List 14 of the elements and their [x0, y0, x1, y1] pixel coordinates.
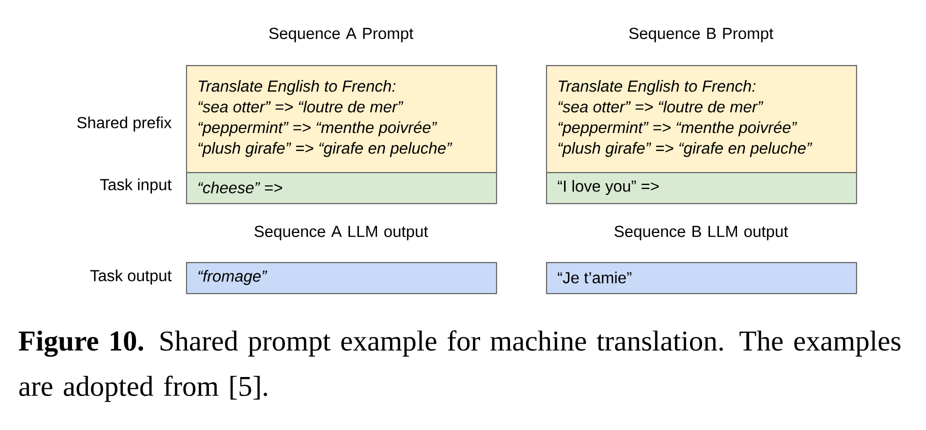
column-heading: Sequence B LLM output	[614, 226, 788, 240]
text-box: “I love you” =>	[546, 172, 858, 204]
column-heading: Sequence A LLM output	[254, 226, 428, 240]
column-heading: Sequence B Prompt	[629, 28, 774, 42]
prompt-box: Translate English to French: “sea otter” => “loutre de mer” “peppermint” => “menthe poivrée” “plush girafe” => “girafe en peluche”	[186, 65, 498, 174]
figure-caption: Figure 10. Shared prompt example for machine translation. The examples are adopted from [5].	[18, 330, 900, 402]
text-box: “Je t’amie”	[546, 262, 858, 294]
prompt-box: Translate English to French: “sea otter” => “loutre de mer” “peppermint” => “menthe poivrée” “plush girafe” => “girafe en peluche”	[546, 65, 858, 174]
text-box: “cheese” =>	[186, 172, 498, 204]
row-label: Task output	[90, 270, 172, 284]
text-box: “fromage”	[186, 262, 498, 294]
column-heading: Sequence A Prompt	[269, 28, 414, 42]
row-label: Shared prefix	[77, 116, 172, 132]
row-label: Task input	[100, 178, 172, 194]
